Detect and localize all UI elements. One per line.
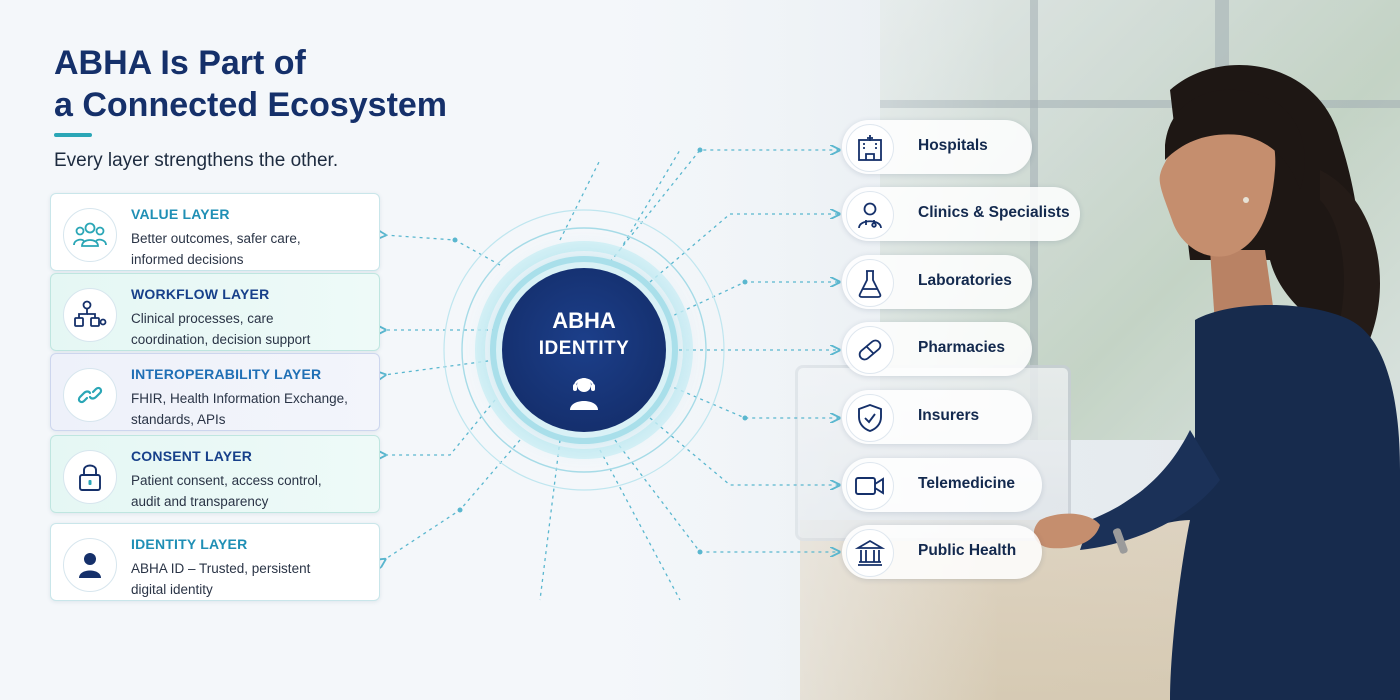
core-subtitle: IDENTITY <box>538 338 630 359</box>
eco-item-insurers: Insurers <box>842 390 1032 444</box>
layer-title: VALUE LAYER <box>131 206 230 222</box>
layer-description: FHIR, Health Information Exchange,standa… <box>131 391 348 427</box>
people-group-icon <box>63 208 117 262</box>
video-camera-icon <box>846 462 894 510</box>
layer-title: CONSENT LAYER <box>131 448 253 464</box>
eco-label: Public Health <box>918 542 1017 559</box>
eco-label: Hospitals <box>918 137 988 154</box>
eco-item-laboratories: Laboratories <box>842 255 1032 309</box>
link-icon <box>63 368 117 422</box>
woman-using-laptop-illustration <box>1033 64 1400 700</box>
eco-label: Telemedicine <box>918 475 1016 492</box>
eco-item-public-health: Public Health <box>842 525 1042 579</box>
eco-item-clinics: Clinics & Specialists <box>842 187 1080 241</box>
page-subtitle: Every layer strengthens the other. <box>54 150 339 171</box>
abha-identity-core: ABHA IDENTITY <box>502 268 666 432</box>
layer-title: INTEROPERABILITY LAYER <box>131 366 322 382</box>
user-headset-icon <box>570 378 598 410</box>
layer-card-value: VALUE LAYER Better outcomes, safer care,… <box>50 193 380 271</box>
core-title: ABHA <box>552 308 616 333</box>
eco-label: Pharmacies <box>918 339 1006 356</box>
pill-icon <box>846 326 894 374</box>
lock-icon <box>63 450 117 504</box>
eco-label: Laboratories <box>918 272 1012 289</box>
shield-check-icon <box>846 394 894 442</box>
eco-item-telemedicine: Telemedicine <box>842 458 1042 512</box>
title-underline <box>54 133 92 137</box>
page-title: ABHA Is Part of a Connected Ecosystem <box>54 42 447 126</box>
workflow-icon <box>63 288 117 342</box>
layer-title: WORKFLOW LAYER <box>131 286 270 302</box>
eco-label: Insurers <box>918 407 980 424</box>
eco-item-hospitals: Hospitals <box>842 120 1032 174</box>
flask-icon <box>846 259 894 307</box>
government-building-icon <box>846 529 894 577</box>
layer-card-identity: IDENTITY LAYER ABHA ID – Trusted, persis… <box>50 523 380 601</box>
hospital-icon <box>846 124 894 172</box>
layer-card-consent: CONSENT LAYER Patient consent, access co… <box>50 435 380 513</box>
title-line-1: ABHA Is Part of <box>54 44 306 82</box>
eco-label: Clinics & Specialists <box>918 204 1070 221</box>
doctor-icon <box>846 191 894 239</box>
layer-description: Patient consent, access control,audit an… <box>131 473 322 509</box>
layer-card-interoperability: INTEROPERABILITY LAYER FHIR, Health Info… <box>50 353 380 431</box>
eco-item-pharmacies: Pharmacies <box>842 322 1032 376</box>
title-line-2: a Connected Ecosystem <box>54 86 448 124</box>
layer-description: Better outcomes, safer care,informed dec… <box>131 231 301 267</box>
layer-title: IDENTITY LAYER <box>131 536 248 552</box>
person-icon <box>63 538 117 592</box>
